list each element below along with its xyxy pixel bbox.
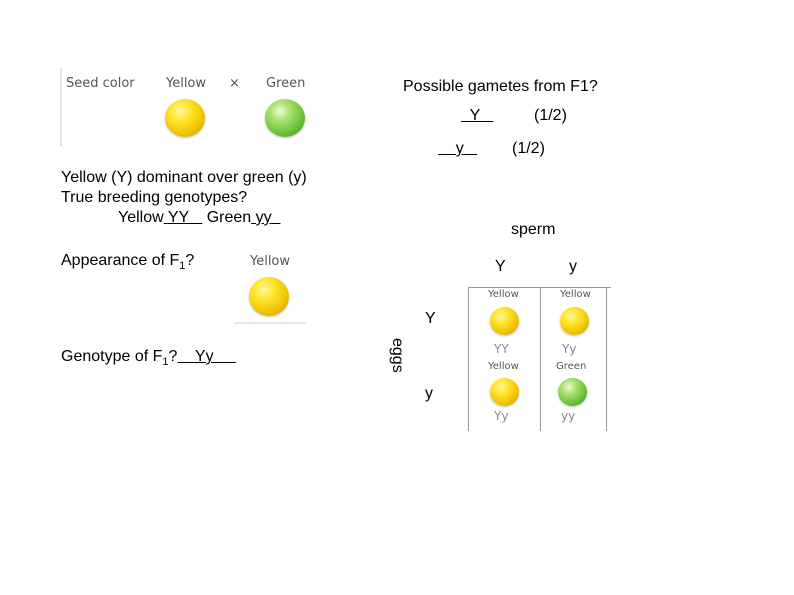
grid-left-line [468,287,469,431]
cell-genotype: YY [494,342,509,356]
cell-seed-icon [558,378,587,406]
cell-phenotype: Yellow [488,361,519,372]
cross-symbol: × [229,76,240,91]
cell-genotype: yy [561,409,575,423]
row-header-y: y [425,385,433,403]
yellow-prefix: Yellow [118,209,164,226]
cell-phenotype: Yellow [488,289,519,300]
true-breeding-question: True breeding genotypes? [61,189,247,207]
gamete-y-prob: (1/2) [512,140,545,158]
punnett-cell-yy: Green yy [542,360,606,430]
punnett-cell-YY: Yellow YY [470,288,538,358]
green-prefix: Green [207,209,251,226]
gamete-Y-line: Y [461,107,493,125]
appearance-suffix: ? [185,252,194,269]
cell-genotype: Yy [562,342,576,356]
appearance-prefix: Appearance of F [61,252,179,269]
cell-seed-icon [560,307,589,335]
f1-appearance-label: Yellow [250,254,290,269]
cell-genotype: Yy [494,409,508,423]
legend-green-label: Green [266,76,305,91]
f1-seed-divider [234,322,306,324]
gametes-question: Possible gametes from F1? [403,78,598,96]
cell-seed-icon [490,307,519,335]
genotype-question: Genotype of F1? Yy [61,348,236,368]
f1-seed-icon [249,277,289,316]
legend-divider [60,68,62,146]
col-header-Y: Y [495,258,506,276]
gamete-y: y [456,140,464,157]
seed-color-label: Seed color [66,76,135,91]
yellow-seed-icon [165,99,205,137]
gamete-Y: Y [470,107,480,124]
green-seed-icon [265,99,305,137]
sperm-label: sperm [511,221,555,239]
gamete-y-line: y [438,140,477,158]
true-breeding-genotypes: Yellow YY Green yy [118,209,281,227]
yellow-genotype: YY [168,209,189,226]
gamete-Y-prob: (1/2) [534,107,567,125]
dominance-line: Yellow (Y) dominant over green (y) [61,169,307,187]
green-genotype: yy [256,209,272,226]
col-header-y: y [569,258,577,276]
row-header-Y: Y [425,310,436,328]
grid-right-line [606,287,607,431]
legend-yellow-label: Yellow [166,76,206,91]
cell-phenotype: Green [556,361,586,372]
grid-mid-vertical-line [540,287,541,431]
appearance-question: Appearance of F1? [61,252,194,272]
genotype-answer: Yy [195,348,214,365]
eggs-label: eggs [388,338,406,373]
punnett-cell-Yy-bottom: Yellow Yy [470,360,538,430]
punnett-cell-Yy-top: Yellow Yy [542,288,606,358]
genotype-prefix: Genotype of F [61,348,162,365]
cell-phenotype: Yellow [560,289,591,300]
cell-seed-icon [490,378,519,406]
